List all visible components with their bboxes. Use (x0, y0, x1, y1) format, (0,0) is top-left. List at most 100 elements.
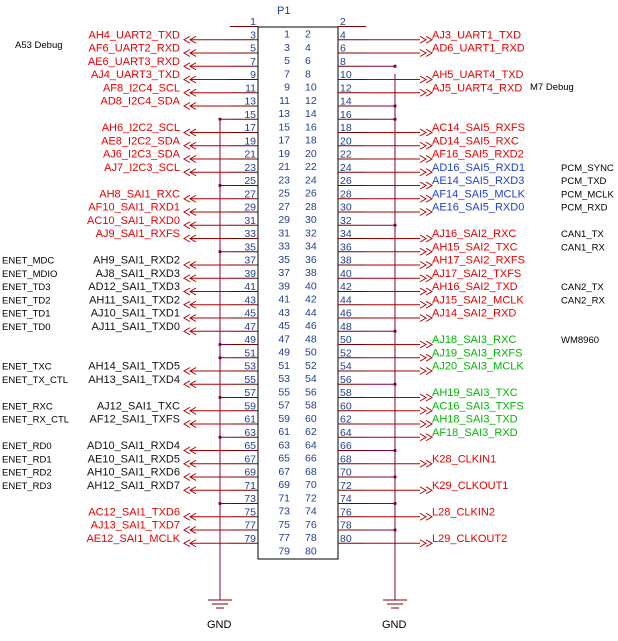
pin-number-43: 43 (244, 294, 256, 306)
pin-number-67: 67 (244, 453, 256, 465)
pin-inner-number-48: 48 (305, 333, 317, 345)
left-signal-label: AJ9_SAI1_RXFS (96, 228, 180, 240)
pin-inner-number-76: 76 (305, 519, 317, 531)
pin-inner-number-20: 20 (305, 148, 317, 160)
right-port-arrow-40 (419, 274, 433, 283)
pin-number-23: 23 (244, 162, 256, 174)
left-signal-label: AJ4_UART3_TXD (91, 69, 180, 81)
pin-inner-number-27: 27 (278, 201, 290, 213)
right-signal-label: AH15_SAI2_TXC (432, 241, 518, 253)
gnd-junction-14 (393, 104, 397, 108)
right-port-arrow-44 (419, 300, 433, 309)
gnd-junction-56 (393, 382, 397, 386)
pin-number-80: 80 (340, 533, 352, 545)
pin-number-53: 53 (244, 361, 256, 373)
left-function-note: ENET_RD3 (2, 481, 52, 492)
left-port-arrow-77 (183, 526, 197, 534)
pin-number-39: 39 (244, 268, 256, 280)
right-function-note: PCM_TXD (561, 176, 607, 187)
pin-inner-number-12: 12 (305, 95, 317, 107)
gnd-junction-16 (393, 117, 397, 121)
left-port-arrow-37 (183, 261, 197, 269)
pin-inner-number-4: 4 (305, 42, 311, 54)
pin-number-54: 54 (340, 361, 352, 373)
pin-number-33: 33 (244, 228, 256, 240)
pin-inner-number-70: 70 (305, 479, 317, 491)
left-port-arrow-21 (183, 155, 197, 163)
pin-inner-number-11: 11 (279, 95, 290, 107)
pin-inner-number-58: 58 (305, 400, 317, 412)
right-signal-label: L28_CLKIN2 (432, 506, 495, 518)
left-port-arrow-65 (183, 446, 197, 455)
pin-inner-number-33: 33 (278, 241, 290, 253)
right-signal-label: AJ19_SAI3_RXFS (432, 347, 523, 359)
pin-inner-number-45: 45 (278, 320, 290, 332)
gnd-junction-73 (218, 501, 222, 506)
left-port-arrow-13 (183, 102, 197, 110)
pin-number-2: 2 (340, 16, 346, 28)
right-signal-label: AJ15_SAI2_MCLK (432, 294, 524, 306)
left-port-arrow-53 (183, 367, 197, 375)
right-signal-label: AD14_SAI5_RXC (432, 135, 519, 147)
pin-inner-number-21: 21 (278, 161, 290, 173)
pin-inner-number-9: 9 (284, 82, 290, 94)
pin-inner-number-3: 3 (284, 42, 290, 54)
pin-inner-number-5: 5 (284, 55, 290, 67)
right-signal-label: AH18_SAI3_TXD (432, 414, 518, 426)
left-signal-label: AD10_SAI1_RXD4 (87, 440, 180, 452)
left-port-arrow-79 (183, 539, 197, 548)
left-function-note: ENET_TD2 (2, 295, 51, 306)
pin-inner-number-67: 67 (278, 466, 290, 478)
pin-inner-number-14: 14 (305, 108, 317, 120)
pin-number-56: 56 (340, 374, 352, 386)
left-signal-label: AJ13_SAI1_TXD7 (91, 520, 180, 532)
pin-number-79: 79 (244, 533, 256, 545)
pin-number-77: 77 (244, 520, 256, 532)
right-function-note: CAN2_RX (561, 295, 605, 306)
pin-inner-number-54: 54 (305, 373, 317, 385)
left-signal-label: AH6_I2C2_SCL (102, 122, 180, 134)
pin-inner-number-32: 32 (305, 227, 317, 239)
left-signal-label: AC12_SAI1_TXD6 (88, 506, 180, 518)
pin-inner-number-43: 43 (278, 307, 290, 319)
left-port-arrow-41 (183, 287, 197, 296)
gnd-junction-32 (393, 223, 397, 227)
pin-number-12: 12 (340, 82, 352, 94)
right-signal-label: AC14_SAI5_RXFS (432, 122, 525, 134)
left-port-arrow-59 (183, 406, 197, 415)
right-port-arrow-18 (419, 128, 433, 137)
right-signal-label: AJ3_UART1_TXD (432, 29, 521, 41)
pin-inner-number-74: 74 (305, 506, 317, 518)
pin-number-66: 66 (340, 440, 352, 452)
pin-number-61: 61 (244, 414, 256, 426)
right-debug-note: M7 Debug (530, 82, 574, 93)
right-signal-label: AD6_UART1_RXD (432, 43, 525, 55)
pin-inner-number-52: 52 (305, 360, 317, 372)
right-signal-label: AE16_SAI5_RXD0 (432, 202, 524, 214)
pin-inner-number-55: 55 (278, 386, 290, 398)
left-function-note: ENET_TD1 (2, 309, 51, 320)
pin-number-48: 48 (340, 321, 352, 333)
pin-number-42: 42 (340, 281, 352, 293)
gnd-junction-35 (218, 250, 222, 254)
pin-number-4: 4 (340, 29, 346, 41)
pin-number-1: 1 (250, 16, 256, 28)
left-signal-label: AJ11_SAI1_TXD0 (92, 321, 180, 333)
right-signal-label: AH16_SAI2_TXD (432, 281, 518, 293)
pin-number-58: 58 (340, 387, 352, 399)
left-signal-label: AE12_SAI1_MCLK (86, 533, 180, 545)
right-signal-label: AJ16_SAI2_RXC (432, 228, 516, 240)
pin-number-37: 37 (244, 255, 256, 267)
left-signal-label: AJ12_SAI1_TXC (97, 400, 180, 412)
pin-inner-number-78: 78 (305, 532, 317, 544)
left-function-note: ENET_RXC (2, 401, 53, 412)
gnd-junction-66 (393, 448, 397, 453)
left-port-arrow-75 (183, 512, 197, 521)
right-port-arrow-72 (419, 486, 433, 495)
left-port-arrow-7 (183, 62, 197, 71)
pin-inner-number-44: 44 (305, 307, 317, 319)
pin-inner-number-29: 29 (278, 214, 290, 226)
pin-number-21: 21 (244, 149, 256, 161)
right-gnd-label: GND (382, 619, 407, 631)
pin-number-16: 16 (340, 109, 352, 121)
